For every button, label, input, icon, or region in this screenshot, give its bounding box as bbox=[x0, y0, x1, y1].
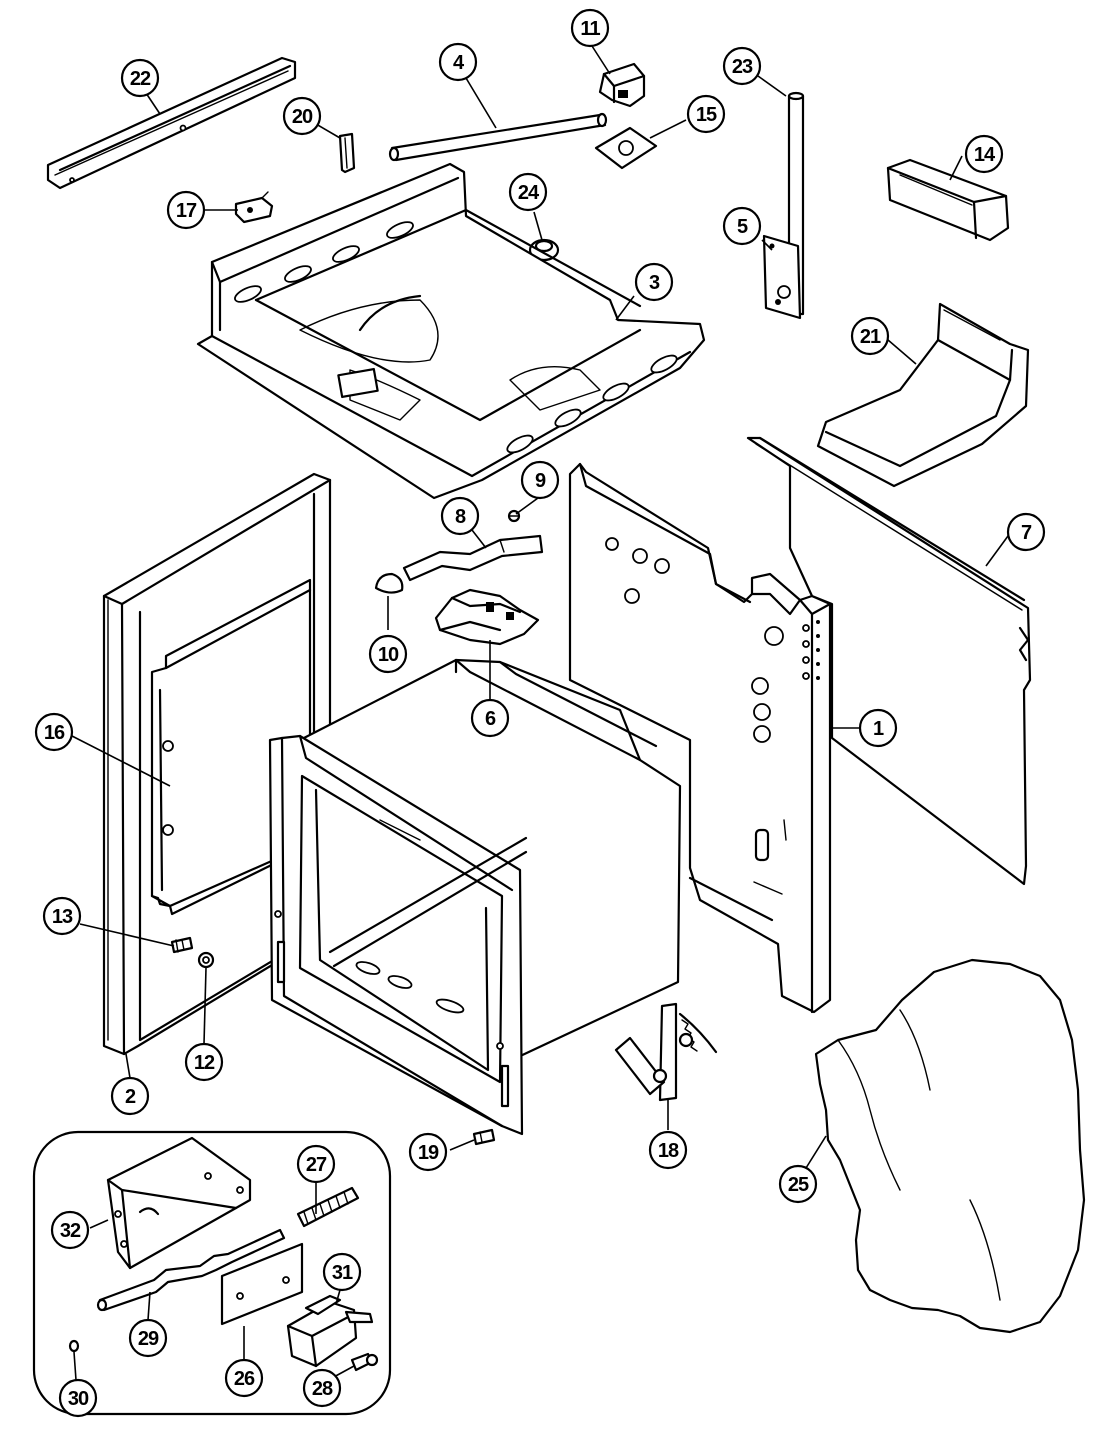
svg-text:11: 11 bbox=[580, 18, 600, 40]
callout-22: 22 bbox=[120, 58, 160, 98]
svg-text:17: 17 bbox=[176, 200, 197, 222]
callout-10: 10 bbox=[368, 634, 408, 674]
knob-part-10 bbox=[374, 572, 404, 594]
svg-text:28: 28 bbox=[312, 1378, 333, 1400]
svg-text:31: 31 bbox=[332, 1262, 353, 1284]
svg-text:23: 23 bbox=[732, 56, 753, 78]
nut-part-12 bbox=[197, 951, 215, 969]
svg-text:2: 2 bbox=[125, 1086, 136, 1108]
callout-17: 17 bbox=[166, 190, 206, 230]
svg-text:7: 7 bbox=[1021, 522, 1032, 544]
callout-6: 6 bbox=[470, 698, 510, 738]
callout-13: 13 bbox=[42, 896, 82, 936]
callout-31: 31 bbox=[322, 1252, 362, 1292]
callouts: 22 20 4 11 15 23 14 17 24 5 3 21 7 9 8 1… bbox=[34, 8, 1046, 1418]
bracket-part-11 bbox=[598, 62, 646, 108]
svg-text:1: 1 bbox=[873, 718, 884, 740]
gasket-part-15 bbox=[594, 126, 658, 170]
screw-part-28 bbox=[350, 1352, 379, 1372]
rod-part-29 bbox=[96, 1228, 286, 1312]
switch-part-31 bbox=[286, 1294, 374, 1368]
rail-part-22 bbox=[46, 56, 297, 190]
valve-bracket-part-5 bbox=[762, 234, 802, 320]
bracket-part-32 bbox=[106, 1136, 252, 1270]
pin-part-30 bbox=[68, 1339, 80, 1353]
svg-text:20: 20 bbox=[292, 106, 313, 128]
callout-4: 4 bbox=[438, 42, 478, 82]
svg-text:3: 3 bbox=[649, 272, 660, 294]
leader-lines bbox=[71, 45, 1009, 1381]
callout-9: 9 bbox=[520, 460, 560, 500]
svg-text:9: 9 bbox=[535, 470, 546, 492]
svg-text:10: 10 bbox=[378, 644, 399, 666]
callout-12: 12 bbox=[184, 1042, 224, 1082]
screw-part-13 bbox=[170, 936, 194, 954]
side-panel-part-1 bbox=[568, 462, 832, 1014]
latch-part-6 bbox=[434, 588, 540, 646]
callout-25: 25 bbox=[778, 1164, 818, 1204]
clip-part-20 bbox=[338, 132, 356, 174]
plate-part-26 bbox=[220, 1242, 304, 1326]
svg-text:8: 8 bbox=[455, 506, 466, 528]
callout-2: 2 bbox=[110, 1076, 150, 1116]
cap-part-24 bbox=[528, 238, 560, 262]
screw-part-19 bbox=[472, 1128, 496, 1146]
callout-28: 28 bbox=[302, 1368, 342, 1408]
svg-text:27: 27 bbox=[306, 1154, 327, 1176]
svg-text:19: 19 bbox=[418, 1142, 439, 1164]
svg-text:6: 6 bbox=[485, 708, 496, 730]
rod-part-4 bbox=[388, 112, 608, 162]
callout-16: 16 bbox=[34, 712, 74, 752]
cover-part-25 bbox=[814, 958, 1086, 1334]
lever-part-8 bbox=[402, 534, 544, 582]
callout-23: 23 bbox=[722, 46, 762, 86]
svg-text:32: 32 bbox=[60, 1220, 81, 1242]
svg-text:29: 29 bbox=[138, 1328, 159, 1350]
callout-18: 18 bbox=[648, 1130, 688, 1170]
oven-box-part bbox=[268, 658, 682, 1136]
svg-text:25: 25 bbox=[788, 1174, 809, 1196]
svg-text:12: 12 bbox=[194, 1052, 215, 1074]
svg-text:13: 13 bbox=[52, 906, 73, 928]
callout-30: 30 bbox=[58, 1378, 98, 1418]
callout-19: 19 bbox=[408, 1132, 448, 1172]
svg-text:24: 24 bbox=[518, 182, 540, 204]
callout-3: 3 bbox=[634, 262, 674, 302]
svg-text:21: 21 bbox=[860, 326, 881, 348]
inset-box bbox=[32, 1130, 392, 1416]
switch-part-17 bbox=[234, 191, 274, 224]
svg-text:5: 5 bbox=[737, 216, 748, 238]
callout-14: 14 bbox=[964, 134, 1004, 174]
duct-part-21 bbox=[816, 302, 1030, 488]
callout-26: 26 bbox=[224, 1358, 264, 1398]
callout-24: 24 bbox=[508, 172, 548, 212]
svg-text:26: 26 bbox=[234, 1368, 255, 1390]
svg-text:14: 14 bbox=[974, 144, 996, 166]
callout-1: 1 bbox=[858, 708, 898, 748]
duct-part-14 bbox=[886, 158, 1010, 242]
callout-32: 32 bbox=[50, 1210, 90, 1250]
callout-15: 15 bbox=[686, 94, 726, 134]
callout-5: 5 bbox=[722, 206, 762, 246]
callout-7: 7 bbox=[1006, 512, 1046, 552]
callout-21: 21 bbox=[850, 316, 890, 356]
svg-text:22: 22 bbox=[130, 68, 151, 90]
callout-20: 20 bbox=[282, 96, 322, 136]
callout-8: 8 bbox=[440, 496, 480, 536]
rear-panel-part-7 bbox=[746, 436, 1032, 886]
svg-text:4: 4 bbox=[453, 52, 465, 74]
callout-27: 27 bbox=[296, 1144, 336, 1184]
callout-29: 29 bbox=[128, 1318, 168, 1358]
spring-part-27 bbox=[296, 1186, 360, 1228]
svg-text:16: 16 bbox=[44, 722, 65, 744]
hinge-part-18 bbox=[614, 1002, 718, 1102]
cooktop-pan-part-3 bbox=[196, 162, 706, 500]
svg-text:30: 30 bbox=[68, 1388, 89, 1410]
callout-11: 11 bbox=[570, 8, 610, 48]
svg-text:15: 15 bbox=[696, 104, 717, 126]
svg-text:18: 18 bbox=[658, 1140, 679, 1162]
